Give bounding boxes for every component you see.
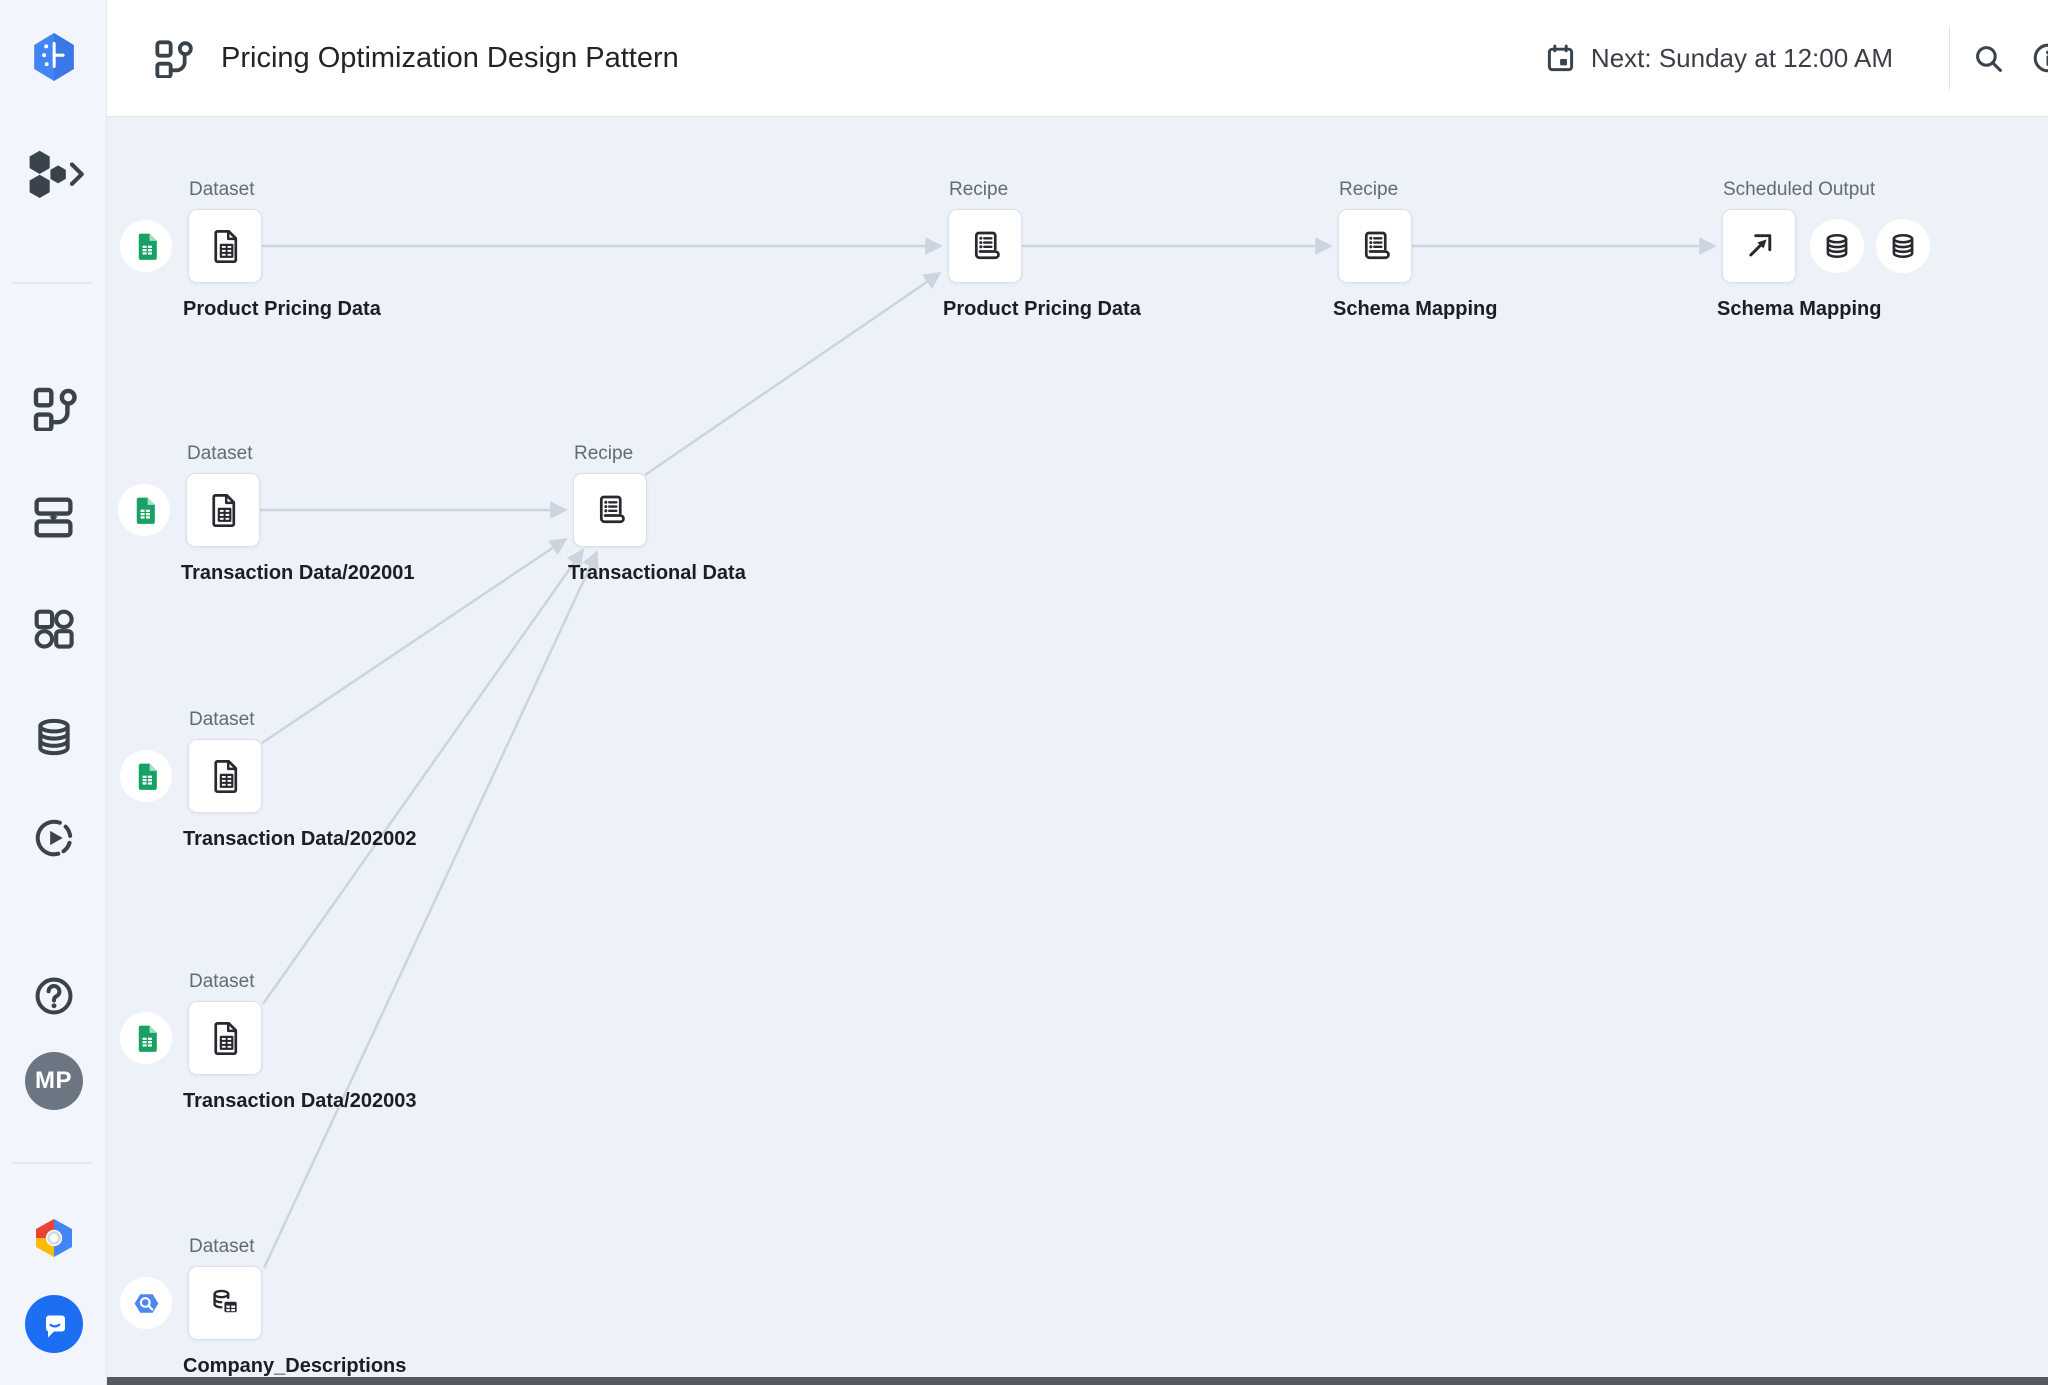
sidebar-item-plans[interactable] [0, 495, 107, 540]
sidebar-item-flows[interactable] [0, 385, 107, 431]
node-name-label: Schema Mapping [1717, 298, 1882, 320]
recipe-node-box[interactable] [1338, 209, 1412, 283]
node-name-label: Schema Mapping [1333, 298, 1498, 320]
node-product-pricing-data-recipe: Recipe Product Pricing Data [943, 179, 1141, 320]
dataprep-hexagon-icon [33, 33, 74, 81]
help-icon [35, 977, 72, 1015]
node-name-label: Transaction Data/202003 [183, 1090, 417, 1112]
node-type-label: Recipe [574, 443, 634, 464]
header: Pricing Optimization Design Pattern Next… [107, 0, 2048, 117]
chat-support-button[interactable] [0, 1295, 107, 1353]
database-publish-target-icon[interactable] [1876, 219, 1930, 273]
bottom-scrollbar[interactable] [107, 1377, 2048, 1385]
node-name-label: Product Pricing Data [943, 298, 1141, 320]
dataset-doc-node-box[interactable] [188, 209, 262, 283]
node-schema-mapping-output: Scheduled Output Schema Mapping [1717, 179, 1930, 320]
chevron-right-icon [69, 162, 84, 186]
flow-canvas[interactable]: Dataset Product Pricing Data Recipe Prod… [107, 118, 2048, 1385]
page-title: Pricing Optimization Design Pattern [221, 41, 679, 74]
flow-edge-transaction-data-202003-to-transactional-data-recipe [261, 548, 585, 1005]
node-transaction-data-202002: Dataset Transaction Data/202002 [120, 709, 416, 850]
node-type-label: Dataset [189, 709, 255, 730]
node-company-descriptions: Dataset Company_Descriptions [120, 1236, 406, 1377]
output-node-box[interactable] [1722, 209, 1796, 283]
node-name-label: Product Pricing Data [183, 298, 381, 320]
database-publish-target-icon[interactable] [1810, 219, 1864, 273]
search-button[interactable] [1972, 42, 2004, 74]
node-name-label: Company_Descriptions [183, 1355, 407, 1377]
avatar-initials: MP [24, 1052, 83, 1110]
bigquery-badge [120, 1277, 172, 1329]
node-product-pricing-data-dataset: Dataset Product Pricing Data [120, 179, 381, 320]
sidebar-item-job-history[interactable] [0, 817, 107, 859]
info-icon [2033, 43, 2048, 73]
sidebar: MP [0, 0, 107, 1385]
sidebar-divider-top [12, 282, 92, 284]
header-divider [1949, 26, 1950, 90]
plan-icon [34, 497, 73, 538]
calendar-icon [1547, 44, 1574, 71]
node-type-label: Dataset [187, 443, 253, 464]
chat-icon [24, 1295, 83, 1353]
flow-icon [153, 38, 193, 78]
node-schema-mapping-recipe: Recipe Schema Mapping [1333, 179, 1497, 320]
search-icon [1976, 46, 2002, 72]
node-transaction-data-202003: Dataset Transaction Data/202003 [120, 971, 416, 1112]
flow-edge-transactional-data-recipe-to-product-pricing-data-recipe [644, 271, 942, 477]
node-type-label: Dataset [189, 971, 255, 992]
apps-grid-icon [34, 609, 74, 649]
dataprep-logo[interactable] [0, 32, 107, 82]
sidebar-item-flows-browser[interactable] [0, 148, 107, 200]
info-button[interactable] [2032, 42, 2048, 74]
google-cloud-hexagon-icon [35, 1219, 72, 1257]
schedule-text: Next: Sunday at 12:00 AM [1590, 42, 1893, 73]
node-type-label: Dataset [189, 1236, 255, 1257]
flow-edge-transaction-data-202002-to-transactional-data-recipe [261, 537, 568, 745]
sheets-badge [120, 220, 172, 272]
flow-edge-company-descriptions-to-transactional-data-recipe [262, 550, 599, 1269]
dataset-doc-node-box[interactable] [186, 473, 260, 547]
sidebar-divider-bottom [12, 1162, 92, 1164]
dataset-doc-node-box[interactable] [188, 739, 262, 813]
flow-icon [33, 387, 77, 431]
hexagon-cluster-icon [29, 150, 84, 199]
recipe-node-box[interactable] [948, 209, 1022, 283]
node-name-label: Transaction Data/202002 [183, 828, 417, 850]
sheets-badge [118, 484, 170, 536]
job-history-icon [35, 819, 72, 857]
node-type-label: Recipe [1339, 179, 1399, 200]
sidebar-item-datasets[interactable] [0, 716, 107, 758]
node-name-label: Transactional Data [568, 562, 746, 584]
sidebar-item-library[interactable] [0, 607, 107, 650]
gcp-logo[interactable] [0, 1217, 107, 1259]
node-transactional-data-recipe: Recipe Transactional Data [568, 443, 746, 584]
node-type-label: Recipe [949, 179, 1009, 200]
edges-svg [260, 237, 1717, 1269]
database-icon [37, 718, 70, 756]
sidebar-item-help[interactable] [0, 975, 107, 1017]
dataset-doc-node-box[interactable] [188, 1001, 262, 1075]
node-type-label: Scheduled Output [1723, 179, 1876, 200]
sheets-badge [120, 1012, 172, 1064]
user-avatar[interactable]: MP [0, 1052, 107, 1110]
schedule-chip[interactable]: Next: Sunday at 12:00 AM [1545, 43, 1893, 74]
bq-table-node-box[interactable] [188, 1266, 262, 1340]
sheets-badge [120, 750, 172, 802]
node-name-label: Transaction Data/202001 [181, 562, 415, 584]
node-transaction-data-202001: Dataset Transaction Data/202001 [118, 443, 414, 584]
node-type-label: Dataset [189, 179, 255, 200]
recipe-node-box[interactable] [573, 473, 647, 547]
